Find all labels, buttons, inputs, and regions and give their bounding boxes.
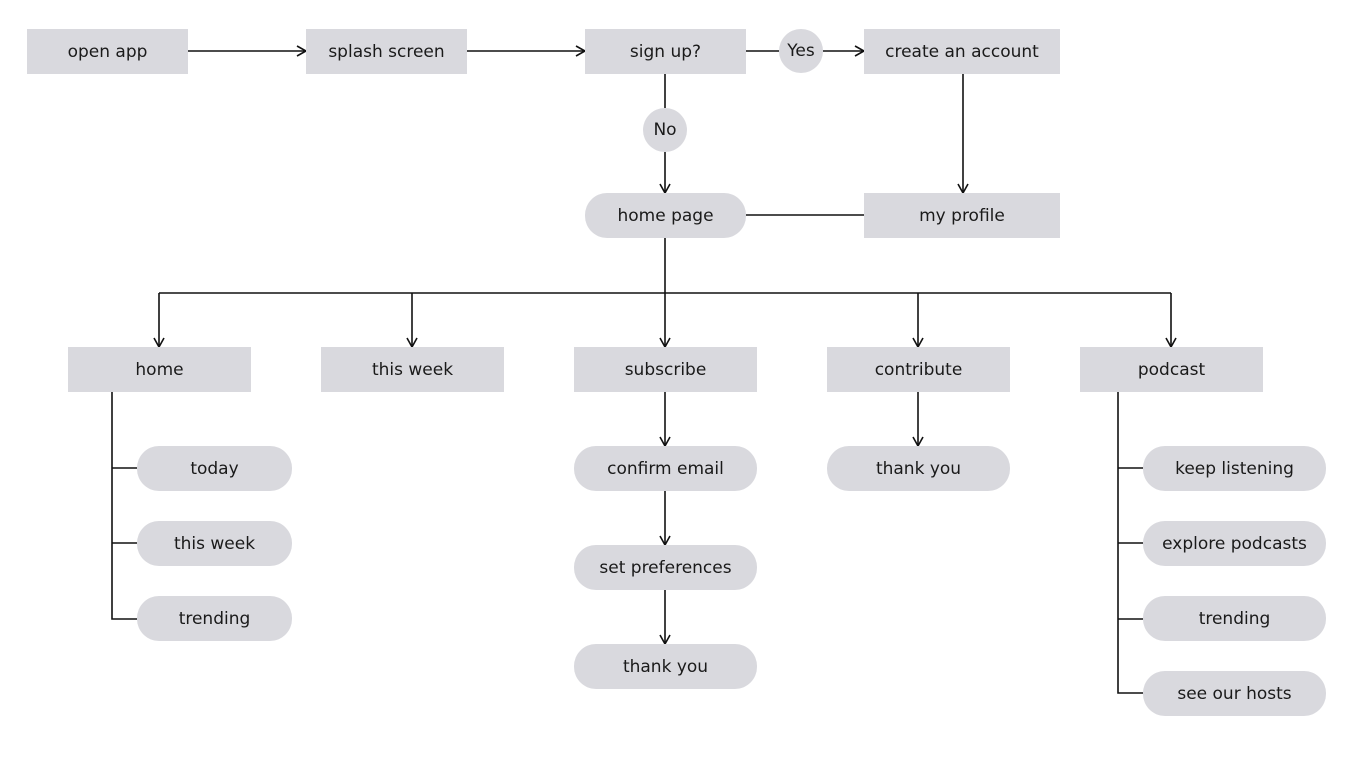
node-open-app: open app (27, 29, 188, 74)
node-keep-listening: keep listening (1143, 446, 1326, 491)
node-home-this-week: this week (137, 521, 292, 566)
node-sign-up: sign up? (585, 29, 746, 74)
node-confirm-email: confirm email (574, 446, 757, 491)
node-create-account: create an account (864, 29, 1060, 74)
node-subscribe-thank-you: thank you (574, 644, 757, 689)
home-tree-line (111, 392, 137, 620)
node-home: home (68, 347, 251, 392)
node-home-trending: trending (137, 596, 292, 641)
label-no: No (643, 108, 687, 152)
podcast-tree-line (1117, 392, 1143, 694)
node-explore-podcasts: explore podcasts (1143, 521, 1326, 566)
node-podcast: podcast (1080, 347, 1263, 392)
node-set-preferences: set preferences (574, 545, 757, 590)
node-contribute-thank-you: thank you (827, 446, 1010, 491)
node-podcast-trending: trending (1143, 596, 1326, 641)
node-contribute: contribute (827, 347, 1010, 392)
node-this-week: this week (321, 347, 504, 392)
node-my-profile: my profile (864, 193, 1060, 238)
node-splash-screen: splash screen (306, 29, 467, 74)
node-home-page: home page (585, 193, 746, 238)
label-yes: Yes (779, 29, 823, 73)
node-subscribe: subscribe (574, 347, 757, 392)
node-home-today: today (137, 446, 292, 491)
node-see-our-hosts: see our hosts (1143, 671, 1326, 716)
